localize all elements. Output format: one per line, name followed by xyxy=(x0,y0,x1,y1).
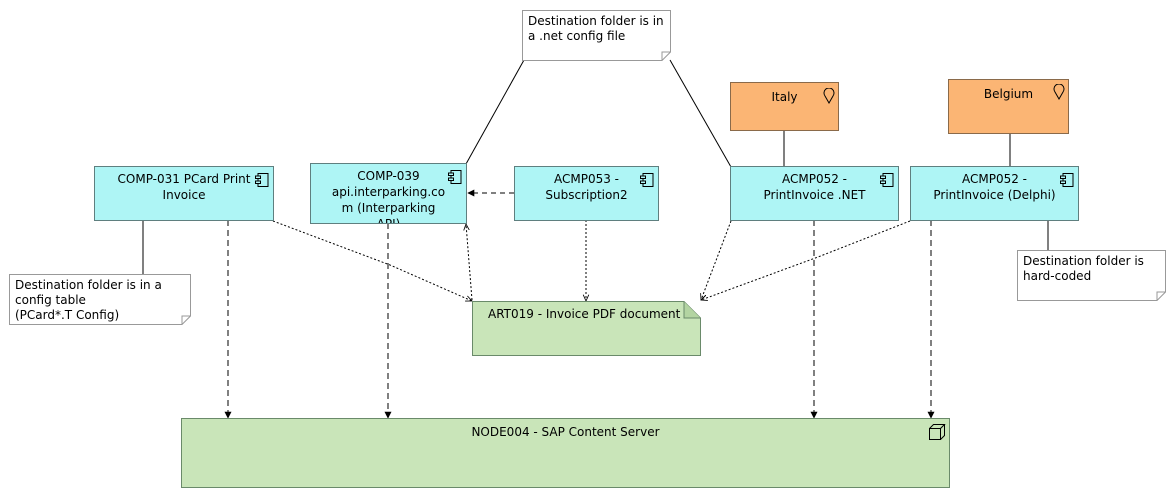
component-acmp052-net[interactable]: ACMP052 - PrintInvoice .NET xyxy=(730,166,899,221)
access-acmp052-net-to-artifact xyxy=(701,220,732,300)
node-cube-icon xyxy=(929,424,946,440)
artifact-art019[interactable]: ART019 - Invoice PDF document xyxy=(472,301,701,356)
note-hard-coded: Destination folder is hard-coded xyxy=(1017,250,1166,301)
component-comp039[interactable]: COMP-039 api.interparking.co m (Interpar… xyxy=(310,163,467,224)
artifact-fold-icon xyxy=(472,301,701,356)
component-label: ACMP052 - xyxy=(961,172,1027,186)
note-line: Destination folder is in a xyxy=(15,278,162,292)
component-label: Subscription2 xyxy=(545,188,628,202)
location-label: Belgium xyxy=(983,87,1034,101)
node-label: NODE004 - SAP Content Server xyxy=(471,425,660,439)
component-comp031[interactable]: COMP-031 PCard Print Invoice xyxy=(94,166,274,221)
component-icon xyxy=(880,173,894,187)
note-link-comp039 xyxy=(465,59,525,165)
component-label: PrintInvoice (Delphi) xyxy=(933,188,1056,202)
component-label: COMP-039 xyxy=(357,169,420,183)
component-icon xyxy=(1060,173,1074,187)
component-label: ACMP052 - xyxy=(781,172,847,186)
note-link-acmp052-net xyxy=(669,59,732,168)
note-fold-icon xyxy=(1017,250,1166,301)
access-comp031-to-artifact xyxy=(272,220,472,302)
component-acmp052-delphi[interactable]: ACMP052 - PrintInvoice (Delphi) xyxy=(910,166,1079,221)
location-pin-icon xyxy=(1053,84,1065,100)
component-icon xyxy=(448,170,462,184)
access-artifact-to-comp039 xyxy=(466,224,473,301)
note-line: hard-coded xyxy=(1023,269,1092,283)
note-config-table: Destination folder is in a config table … xyxy=(9,274,191,325)
component-label: PrintInvoice .NET xyxy=(763,188,866,202)
component-label: api.interparking.co xyxy=(331,185,446,199)
component-label: m (Interparking xyxy=(341,201,436,215)
note-fold-icon xyxy=(9,274,191,325)
node-node004[interactable]: NODE004 - SAP Content Server xyxy=(181,418,950,488)
access-acmp052-delphi-to-artifact xyxy=(701,220,911,300)
note-line: Destination folder is xyxy=(1023,254,1144,268)
note-line: Destination folder is in xyxy=(528,14,664,28)
note-line: a .net config file xyxy=(528,29,626,43)
location-pin-icon xyxy=(823,88,835,104)
location-label: Italy xyxy=(771,90,798,104)
component-icon xyxy=(255,173,269,187)
component-icon xyxy=(640,173,654,187)
note-line: (PCard*.T Config) xyxy=(15,308,120,322)
component-label: ACMP053 - xyxy=(553,172,619,186)
location-italy[interactable]: Italy xyxy=(730,82,839,131)
component-label: COMP-031 PCard Print xyxy=(117,172,251,186)
artifact-label: ART019 - Invoice PDF document xyxy=(488,307,681,321)
note-config-file: Destination folder is in a .net config f… xyxy=(522,10,671,61)
location-belgium[interactable]: Belgium xyxy=(948,79,1069,134)
note-fold-icon xyxy=(522,10,671,61)
component-label: Invoice xyxy=(162,188,206,202)
component-label: API) xyxy=(376,217,401,224)
component-acmp053[interactable]: ACMP053 - Subscription2 xyxy=(514,166,659,221)
note-line: config table xyxy=(15,293,86,307)
